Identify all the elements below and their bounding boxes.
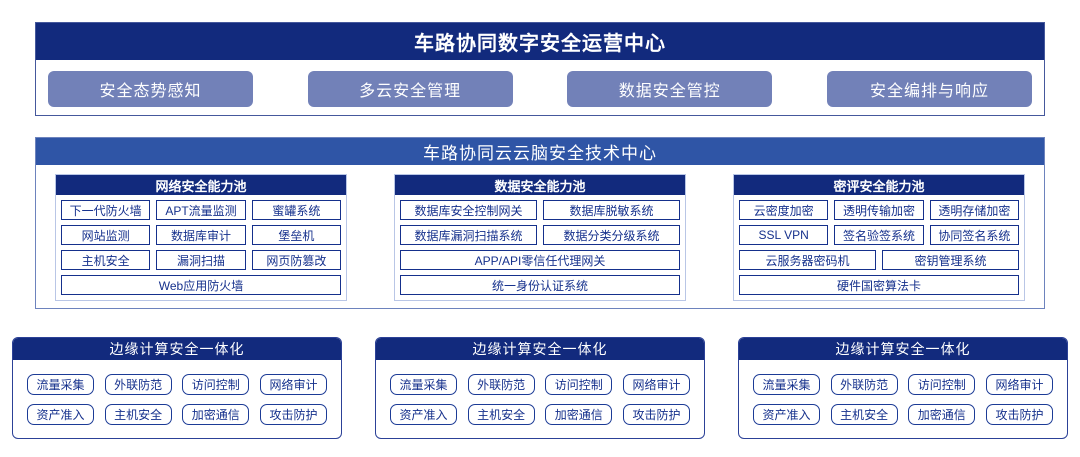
edge-unit-title: 边缘计算安全一体化 [739,338,1067,360]
edge-item: 外联防范 [830,374,898,395]
edge-item: 访问控制 [182,374,250,395]
edge-item: 加密通信 [182,404,250,425]
pool-title: 密评安全能力池 [734,175,1024,195]
pool-row: 数据库漏洞扫描系统数据分类分级系统 [400,225,680,245]
pool-row: 网站监测数据库审计堡垒机 [61,225,341,245]
edge-item: 流量采集 [390,374,457,395]
edge-unit-body: 流量采集外联防范访问控制网络审计资产准入主机安全加密通信攻击防护 [739,360,1067,425]
edge-item: 外联防范 [104,374,172,395]
pool-row: 云服务器密码机密钥管理系统 [739,250,1019,270]
pool-item: APP/API零信任代理网关 [400,250,680,270]
pool-item: 数据库漏洞扫描系统 [400,225,537,245]
pool-item: 网页防篡改 [251,250,341,270]
module-button: 安全编排与响应 [826,70,1032,107]
pool-item: 统一身份认证系统 [400,275,680,295]
pool-item: APT流量监测 [156,200,246,220]
pool-item: 透明传输加密 [834,200,924,220]
pool-row: Web应用防火墙 [61,275,341,295]
modules-row: 安全态势感知 多云安全管理 数据安全管控 安全编排与响应 [36,60,1044,117]
edge-unit-title: 边缘计算安全一体化 [376,338,704,360]
edge-pill-row: 流量采集外联防范访问控制网络审计 [390,374,690,395]
edge-item: 资产准入 [390,404,457,425]
pool-item: 密钥管理系统 [882,250,1019,270]
pool-item: 硬件国密算法卡 [739,275,1019,295]
pool-item: 数据库安全控制网关 [400,200,537,220]
pool-item: 数据分类分级系统 [543,225,680,245]
tech-center-title: 车路协同云云脑安全技术中心 [36,138,1044,165]
edge-pill-row: 资产准入主机安全加密通信攻击防护 [753,404,1053,425]
module-button: 多云安全管理 [307,70,513,107]
pool-item: Web应用防火墙 [61,275,341,295]
pool-item: 数据库脱敏系统 [543,200,680,220]
edge-unit-title: 边缘计算安全一体化 [13,338,341,360]
capability-pool: 数据安全能力池数据库安全控制网关数据库脱敏系统数据库漏洞扫描系统数据分类分级系统… [394,174,686,301]
edge-unit-body: 流量采集外联防范访问控制网络审计资产准入主机安全加密通信攻击防护 [13,360,341,425]
edge-item: 主机安全 [830,404,898,425]
edge-item: 主机安全 [104,404,172,425]
edge-item: 网络审计 [259,374,327,395]
pool-title: 网络安全能力池 [56,175,346,195]
pool-item: 协同签名系统 [929,225,1019,245]
operations-center-title: 车路协同数字安全运营中心 [36,23,1044,60]
pool-row: 统一身份认证系统 [400,275,680,295]
pool-title: 数据安全能力池 [395,175,685,195]
pool-row: 云密度加密透明传输加密透明存储加密 [739,200,1019,220]
pool-item: 堡垒机 [251,225,341,245]
edge-item: 访问控制 [908,374,976,395]
edge-item: 流量采集 [753,374,820,395]
pool-item: 主机安全 [61,250,151,270]
edge-item: 攻击防护 [622,404,690,425]
edge-unit-body: 流量采集外联防范访问控制网络审计资产准入主机安全加密通信攻击防护 [376,360,704,425]
edge-item: 主机安全 [467,404,535,425]
pool-item: 下一代防火墙 [61,200,151,220]
edge-item: 资产准入 [753,404,820,425]
pool-item: 数据库审计 [156,225,246,245]
pool-item: 云服务器密码机 [739,250,876,270]
module-button: 安全态势感知 [48,70,253,107]
edge-pill-row: 流量采集外联防范访问控制网络审计 [753,374,1053,395]
edge-item: 访问控制 [545,374,613,395]
edge-unit-panel: 边缘计算安全一体化流量采集外联防范访问控制网络审计资产准入主机安全加密通信攻击防… [12,337,342,439]
edge-pill-row: 资产准入主机安全加密通信攻击防护 [27,404,327,425]
edge-item: 加密通信 [908,404,976,425]
pool-item: 蜜罐系统 [251,200,341,220]
pool-row: 数据库安全控制网关数据库脱敏系统 [400,200,680,220]
edge-unit-panel: 边缘计算安全一体化流量采集外联防范访问控制网络审计资产准入主机安全加密通信攻击防… [738,337,1068,439]
edge-item: 资产准入 [27,404,94,425]
edge-item: 外联防范 [467,374,535,395]
pool-item: 签名验签系统 [834,225,924,245]
pool-row: 主机安全漏洞扫描网页防篡改 [61,250,341,270]
edge-item: 网络审计 [985,374,1053,395]
pool-row: 硬件国密算法卡 [739,275,1019,295]
module-button: 数据安全管控 [567,70,773,107]
edge-item: 加密通信 [545,404,613,425]
pool-item: SSL VPN [739,225,829,245]
edge-item: 流量采集 [27,374,94,395]
edge-pill-row: 流量采集外联防范访问控制网络审计 [27,374,327,395]
edge-item: 网络审计 [622,374,690,395]
pool-item: 漏洞扫描 [156,250,246,270]
pool-item: 网站监测 [61,225,151,245]
pool-item: 云密度加密 [739,200,829,220]
edge-units-row: 边缘计算安全一体化流量采集外联防范访问控制网络审计资产准入主机安全加密通信攻击防… [12,337,1068,439]
operations-center-panel: 车路协同数字安全运营中心 安全态势感知 多云安全管理 数据安全管控 安全编排与响应 [35,22,1045,116]
edge-item: 攻击防护 [985,404,1053,425]
pool-row: APP/API零信任代理网关 [400,250,680,270]
edge-pill-row: 资产准入主机安全加密通信攻击防护 [390,404,690,425]
edge-unit-panel: 边缘计算安全一体化流量采集外联防范访问控制网络审计资产准入主机安全加密通信攻击防… [375,337,705,439]
pool-item: 透明存储加密 [929,200,1019,220]
edge-item: 攻击防护 [259,404,327,425]
